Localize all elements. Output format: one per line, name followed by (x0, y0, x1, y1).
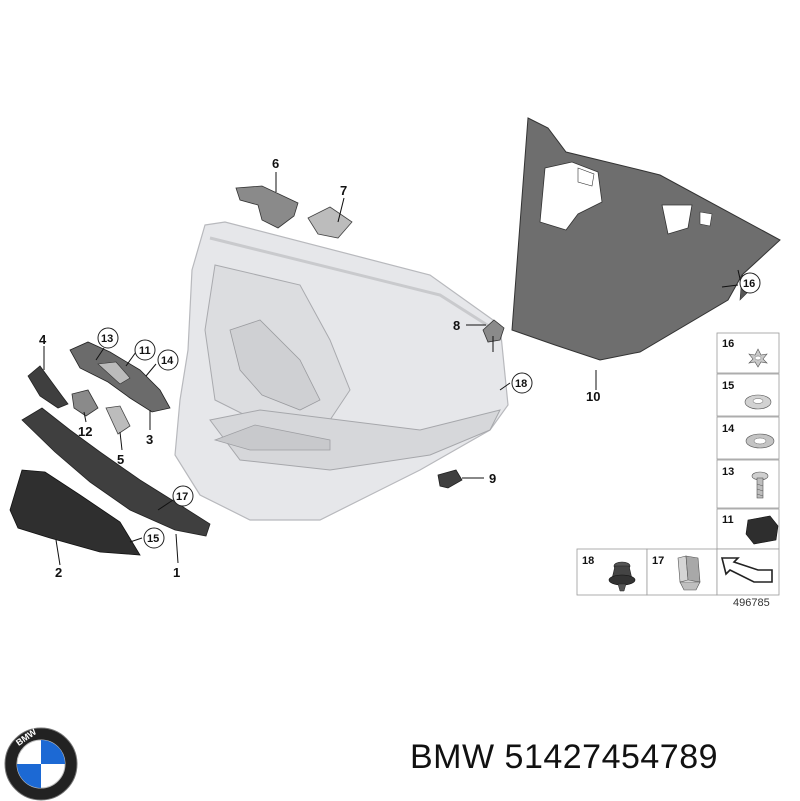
part-6-handle-cover (235, 185, 299, 229)
clip-block-part (745, 515, 779, 545)
svg-text:16: 16 (743, 278, 755, 290)
part-5-trim (105, 405, 131, 435)
speed-nut-part (744, 394, 772, 410)
screw-part (751, 471, 769, 499)
svg-text:13: 13 (101, 333, 113, 345)
callout-circle-18: 18 (511, 372, 533, 394)
part-1-strip (21, 407, 211, 537)
callout-12: 12 (78, 424, 92, 439)
box-label-14: 14 (722, 423, 735, 435)
box-label-17: 17 (652, 555, 664, 567)
box-label-18: 18 (582, 555, 594, 567)
star-washer-part (748, 348, 768, 368)
part-9-cover (437, 469, 463, 489)
callout-8: 8 (453, 318, 460, 333)
callout-10: 10 (586, 389, 600, 404)
callout-circle-11: 11 (134, 339, 156, 361)
callout-1: 1 (173, 565, 180, 580)
part-7-cover-plate (307, 206, 353, 239)
svg-text:11: 11 (139, 345, 151, 357)
box-label-13: 13 (722, 466, 734, 478)
fastener-box: 16 15 14 13 11 18 17 (576, 332, 780, 596)
callout-circle-15: 15 (143, 527, 165, 549)
part-8-clip (482, 319, 505, 343)
callout-circle-14: 14 (157, 349, 179, 371)
part-12-trim (71, 389, 99, 417)
callout-circle-17: 17 (172, 485, 194, 507)
callout-circle-16: 16 (739, 272, 761, 294)
arrow-symbol-icon (720, 557, 773, 583)
svg-text:17: 17 (176, 491, 188, 503)
part-4-trim (27, 365, 69, 409)
callout-7: 7 (340, 183, 347, 198)
callout-9: 9 (489, 471, 496, 486)
flat-washer-part (745, 433, 775, 449)
svg-text:18: 18 (515, 378, 527, 390)
svg-text:14: 14 (161, 355, 174, 367)
leader-lines (43, 172, 742, 566)
box-label-16: 16 (722, 338, 734, 350)
callout-circle-13: 13 (97, 327, 119, 349)
callout-5: 5 (117, 452, 124, 467)
door-trim-panel (174, 221, 509, 521)
part-2-map-pocket (9, 469, 141, 556)
push-rivet-part (608, 561, 636, 592)
callout-2: 2 (55, 565, 62, 580)
bmw-logo-icon: BMW (4, 727, 78, 801)
callout-6: 6 (272, 156, 279, 171)
insulation-panel (511, 117, 781, 361)
callout-4: 4 (39, 332, 47, 347)
box-label-11: 11 (722, 514, 734, 526)
svg-text:15: 15 (147, 533, 159, 545)
metal-clip-part (677, 555, 701, 591)
callout-3: 3 (146, 432, 153, 447)
box-label-15: 15 (722, 380, 734, 392)
part-3-handle-bezel (69, 341, 171, 413)
reference-code: 496785 (733, 597, 770, 609)
brand-part-number: BMW 51427454789 (410, 738, 719, 776)
